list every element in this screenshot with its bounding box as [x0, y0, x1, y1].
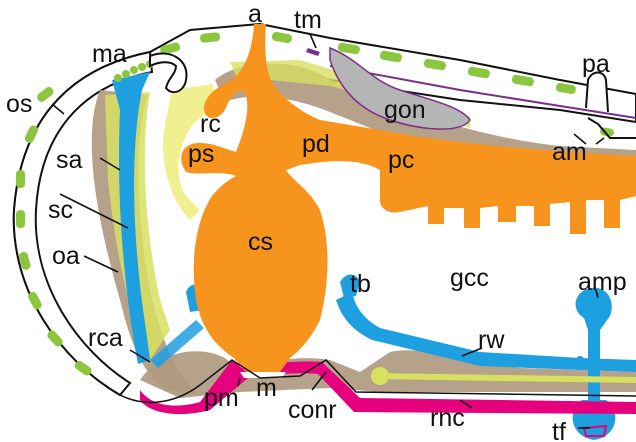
label-a: a: [248, 0, 262, 28]
label-pd: pd: [302, 130, 330, 158]
purple-tm-spot: [306, 48, 320, 56]
orange-central-structure: [181, 24, 636, 372]
yellow-nerve-line: [372, 376, 636, 380]
yellow-nerve-node: [371, 367, 389, 385]
label-rw: rw: [478, 326, 505, 354]
label-sa: sa: [56, 146, 83, 174]
label-os: os: [6, 90, 32, 118]
label-tb: tb: [350, 270, 371, 298]
label-rc: rc: [200, 110, 221, 138]
ma-hook: [150, 53, 187, 92]
label-amp: amp: [578, 268, 627, 296]
label-gon: gon: [384, 96, 426, 124]
label-oa: oa: [52, 242, 80, 270]
label-pc: pc: [388, 146, 414, 174]
label-rca: rca: [88, 324, 123, 352]
label-cs: cs: [248, 228, 273, 256]
label-conr: conr: [288, 396, 337, 424]
label-ps: ps: [188, 140, 214, 168]
label-pa: pa: [582, 50, 610, 78]
label-am: am: [552, 138, 587, 166]
label-ma: ma: [92, 40, 127, 68]
label-rnc: rnc: [430, 404, 465, 432]
label-tf: tf: [552, 418, 566, 442]
pa-protrusion: [586, 73, 608, 113]
label-m: m: [256, 374, 277, 402]
label-gcc: gcc: [450, 264, 489, 292]
label-sc: sc: [48, 196, 73, 224]
label-pm: pm: [204, 384, 239, 412]
label-tm: tm: [294, 6, 322, 34]
radial-canal-knot: [576, 356, 584, 364]
